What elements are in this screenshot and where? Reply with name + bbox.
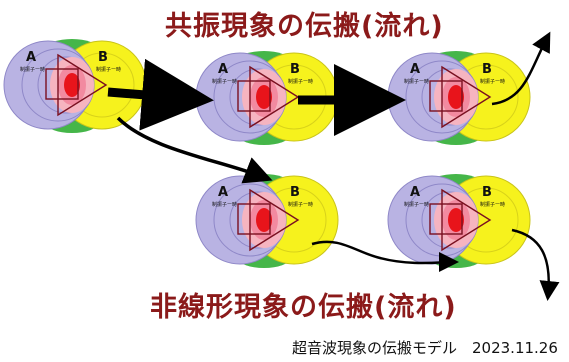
label-a: A [218, 62, 228, 77]
thick-arrow-1 [107, 58, 214, 131]
label-b: B [482, 62, 492, 77]
label-a-small: 制振子ー時 [212, 78, 237, 85]
label-b-small: 制振子ー時 [288, 201, 313, 208]
label-b-small: 制振子ー時 [480, 201, 505, 208]
label-a: A [26, 50, 36, 65]
arrows-layer [107, 31, 560, 301]
resonance-propagation-title: 共振現象の伝搬(流れ) [165, 11, 444, 42]
label-b: B [482, 185, 492, 200]
curve-arrow-bottom-right [511, 228, 560, 301]
label-a-small: 制振子ー時 [404, 78, 429, 85]
label-b-small: 制振子ー時 [480, 78, 505, 85]
model-caption: 超音波現象の伝搬モデル 2023.11.26 [292, 339, 558, 357]
nonlinear-propagation-title: 非線形現象の伝搬(流れ) [150, 292, 457, 323]
label-a: A [218, 185, 228, 200]
label-b: B [98, 50, 108, 65]
label-a-small: 制振子ー時 [20, 66, 45, 73]
wavy-arrow-mid [311, 240, 459, 273]
label-a-small: 制振子ー時 [404, 201, 429, 208]
label-a-small: 制振子ー時 [212, 201, 237, 208]
diagonal-arrow-down [116, 116, 273, 184]
label-b-small: 制振子ー時 [96, 66, 121, 73]
label-b: B [290, 185, 300, 200]
label-b-small: 制振子ー時 [288, 78, 313, 85]
curve-arrow-top-right [491, 31, 551, 106]
label-a: A [410, 62, 420, 77]
label-a: A [410, 185, 420, 200]
label-b: B [290, 62, 300, 77]
